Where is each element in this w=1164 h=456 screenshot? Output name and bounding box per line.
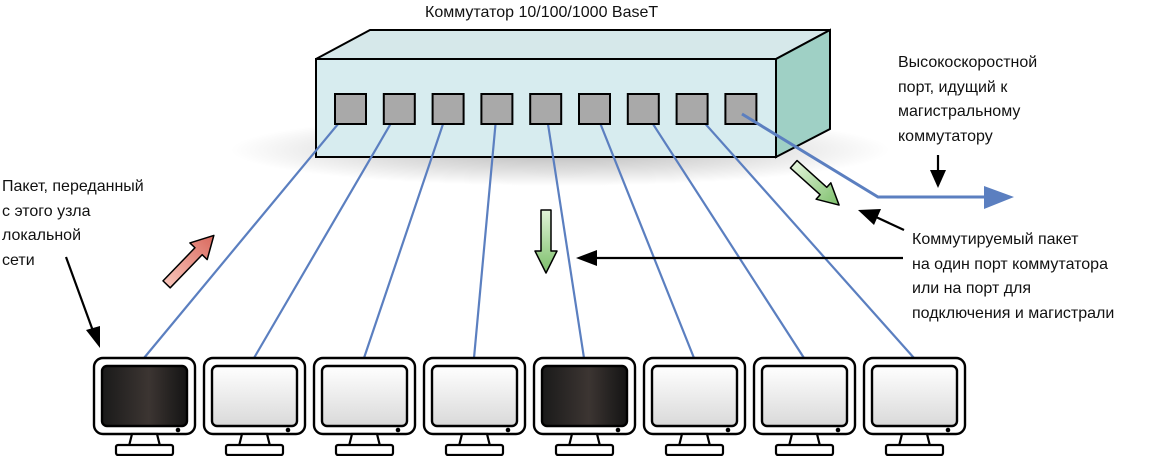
- switched-packet-note: Коммутируемый пакет на один порт коммута…: [912, 228, 1114, 326]
- monitor-screen: [870, 364, 959, 428]
- switched-packet-arrow-uplink: [789, 159, 840, 206]
- monitor-stand: [114, 443, 175, 456]
- pointer-to-uplink-packet: [858, 209, 905, 231]
- switched-note-line: подключения и магистрали: [912, 304, 1115, 322]
- pointer-to-switched-packet: [576, 250, 903, 266]
- switch-port: [529, 93, 563, 125]
- source-note-line: сети: [2, 251, 35, 269]
- switch-port: [334, 93, 367, 125]
- power-led: [395, 427, 401, 433]
- power-led: [835, 427, 841, 433]
- switch-top-face: [315, 29, 831, 60]
- power-led: [725, 427, 731, 433]
- link-cable: [362, 108, 450, 359]
- monitor-screen: [760, 364, 849, 428]
- switch-port: [626, 93, 660, 125]
- switch-ports: [334, 93, 758, 125]
- link-cable: [544, 108, 586, 359]
- monitor-screen: [540, 364, 629, 428]
- switch-title-text: Коммутатор 10/100/1000 BaseT: [425, 4, 659, 21]
- power-led: [175, 427, 181, 433]
- switch-port: [480, 93, 514, 125]
- power-led: [945, 427, 951, 433]
- outbound-packet-arrow: [162, 234, 215, 289]
- monitor-screen: [430, 364, 519, 428]
- switch-port: [675, 93, 709, 125]
- workstation-monitor: [532, 356, 637, 456]
- workstation-monitor: [642, 356, 747, 456]
- switched-note-line: или на порт для: [912, 280, 1032, 297]
- monitor-stand: [444, 443, 505, 456]
- switched-packet-arrow-down: [534, 209, 558, 274]
- power-led: [285, 427, 291, 433]
- monitor-stand: [774, 443, 835, 456]
- source-note-line: с этого узла: [2, 202, 91, 220]
- uplink-port-note: Высокоскоростной порт, идущий к магистра…: [898, 51, 1037, 149]
- link-cables: [143, 108, 915, 359]
- source-note-line: локальной: [2, 227, 82, 244]
- workstation-monitor: [92, 356, 197, 456]
- switch-port: [382, 93, 416, 125]
- pointer-to-uplink-cable: [930, 155, 946, 188]
- workstation-monitor: [422, 356, 527, 456]
- link-cable: [593, 108, 696, 359]
- workstation-monitor: [202, 356, 307, 456]
- workstations: [92, 356, 967, 456]
- uplink-arrowhead: [984, 186, 1014, 209]
- switch-port: [578, 93, 611, 125]
- switched-note-line: Коммутируемый пакет: [912, 231, 1079, 248]
- power-led: [505, 427, 511, 433]
- pointer-to-source-pc: [64, 256, 100, 348]
- monitor-screen: [100, 364, 189, 428]
- monitor-stand: [554, 443, 615, 456]
- switched-note-line: на один порт коммутатора: [912, 255, 1108, 273]
- switch-title: Коммутатор 10/100/1000 BaseT: [425, 1, 658, 26]
- monitor-stand: [334, 443, 395, 456]
- link-cable: [642, 108, 805, 359]
- source-note-line: Пакет, переданный: [2, 178, 144, 195]
- link-cable: [253, 108, 401, 359]
- uplink-note-line: магистральному: [898, 103, 1021, 120]
- workstation-monitor: [752, 356, 857, 456]
- monitor-screen: [650, 364, 739, 428]
- workstation-monitor: [312, 356, 417, 456]
- monitor-stand: [224, 443, 285, 456]
- uplink-note-line: коммутатору: [898, 127, 993, 145]
- link-cable: [472, 108, 498, 359]
- source-packet-note: Пакет, переданный с этого узла локальной…: [2, 175, 144, 273]
- switch-port: [431, 93, 465, 125]
- monitor-screen: [210, 364, 299, 428]
- workstation-monitor: [862, 356, 967, 456]
- link-cable: [691, 108, 915, 359]
- monitor-stand: [884, 443, 945, 456]
- monitor-screen: [320, 364, 409, 428]
- link-cable: [143, 108, 352, 359]
- uplink-note-line: порт, идущий к: [898, 78, 1008, 96]
- power-led: [615, 427, 621, 433]
- uplink-note-line: Высокоскоростной: [898, 54, 1038, 71]
- monitor-stand: [664, 443, 725, 456]
- uplink-cable: [741, 112, 990, 199]
